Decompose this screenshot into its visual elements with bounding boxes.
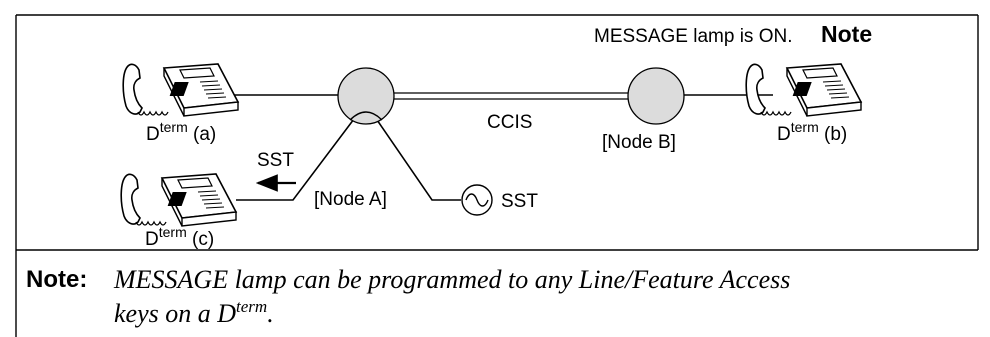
node-b xyxy=(627,67,685,125)
ccis-label: CCIS xyxy=(487,112,532,133)
footnote-line-2-prefix: keys on a D xyxy=(114,299,237,328)
footnote-line-2-suffix: . xyxy=(267,299,274,328)
node-a-junction-arc xyxy=(349,111,383,121)
node-a-label: [Node A] xyxy=(314,189,387,210)
terminal-b-label: Dterm (b) xyxy=(777,119,847,145)
line-node-a-terminal-c xyxy=(236,114,358,201)
terminal-c-phone-icon xyxy=(120,173,237,227)
footnote-line-1: MESSAGE lamp can be programmed to any Li… xyxy=(114,265,791,294)
footnote-line-2-sup: term xyxy=(236,297,268,316)
message-lamp-note-ref: Note xyxy=(821,21,872,47)
terminal-a-phone-icon xyxy=(122,63,239,117)
terminal-a-label: Dterm (a) xyxy=(146,119,216,145)
node-b-label: [Node B] xyxy=(602,132,676,153)
node-a xyxy=(337,67,395,125)
message-lamp-note: MESSAGE lamp is ON. xyxy=(594,26,793,47)
sst-source-label: SST xyxy=(501,191,538,212)
line-node-a-sst-source xyxy=(374,116,461,201)
sst-arrow-label: SST xyxy=(257,150,294,171)
footnote-text: MESSAGE lamp can be programmed to any Li… xyxy=(114,263,964,331)
sine-wave-icon xyxy=(465,193,489,207)
terminal-b-phone-icon xyxy=(745,63,862,117)
footnote-label: Note: xyxy=(26,266,88,293)
terminal-c-label: Dterm (c) xyxy=(145,224,214,250)
